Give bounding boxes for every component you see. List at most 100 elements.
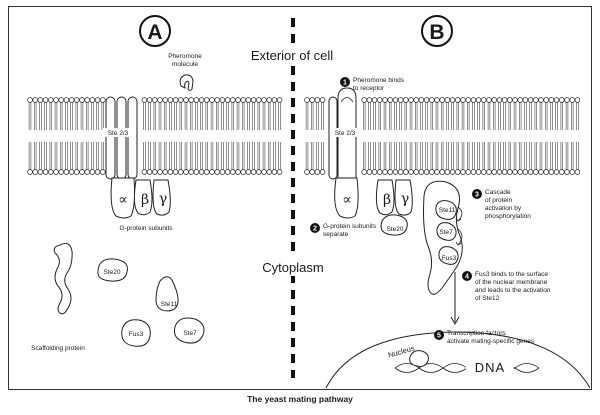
lipid-head [486,169,492,175]
ste7-protein-b [436,222,457,241]
phosphorylation-arrow-1 [457,206,463,222]
lipid-head [481,169,487,175]
alpha-subunit-b-shape [334,177,359,219]
lipid-head [157,169,163,175]
lipid-head [256,97,262,103]
nucleus-membrane [325,331,591,389]
lipid-head [204,169,210,175]
lipid-head [276,169,283,175]
lipid-head [266,97,272,103]
lipid-head [42,169,49,175]
lipid-head [48,97,54,103]
svg-text:A: A [147,21,162,44]
lipid-head [522,97,529,103]
lipid-head [162,97,168,103]
lipid-head [89,97,96,103]
lipid-head [371,169,378,175]
lipid-head [501,169,508,175]
lipid-head [382,169,388,175]
lipid-head [79,169,85,175]
lipid-head [162,169,168,175]
lipid-head [470,97,477,103]
g-protein-complex-a [110,177,171,219]
lipid-head [235,97,241,103]
lipid-head [172,97,179,103]
lipid-head [37,169,44,175]
lipid-head [219,97,226,103]
lipid-head [193,97,200,103]
lipid-head [548,169,555,175]
lipid-head [188,97,194,103]
phosphorylation-arrow-2 [457,228,463,246]
lipid-head [230,97,236,103]
step-3-badge [472,189,482,199]
lipid-head [455,169,461,175]
lipid-head [304,169,310,175]
cytoplasm-label: Cytoplasm [262,260,323,275]
lipid-head [209,169,215,175]
lipid-head [548,97,555,103]
lipid-head [245,97,252,103]
lipid-head [574,97,581,103]
lipid-head [434,97,440,103]
lipid-head [100,97,106,103]
lipid-head [564,97,570,103]
gamma-subunit-a: γ [159,191,167,207]
lipid-head [42,97,49,103]
lipid-head [559,169,565,175]
lipid-head [68,169,75,175]
lipid-head [553,169,560,175]
step-5-number: 5 [437,333,441,340]
beta-subunit-b: β [383,192,391,208]
lipid-head [559,97,565,103]
lipid-head [74,169,80,175]
lipid-head [276,97,283,103]
lipid-head [543,97,549,103]
gamma-subunit-b: γ [401,191,409,207]
lipid-head [146,169,153,175]
lipid-head [569,97,575,103]
lipid-head [235,169,241,175]
lipid-head [32,97,38,103]
lipid-head [366,169,373,175]
svg-text:Ste20: Ste20 [387,226,404,233]
lipid-head [507,169,513,175]
lipid-head [214,97,220,103]
ste11-protein-b [435,200,457,220]
step-3-number: 3 [475,192,479,199]
step-1-number: 1 [343,80,347,87]
lipid-head [538,169,544,175]
svg-text:Fus3: Fus3 [129,331,144,338]
lipid-head [449,169,456,175]
lipid-head [314,169,321,175]
step-5-badge [434,330,444,340]
lipid-head [533,169,539,175]
lipid-head [141,169,148,175]
lipid-head [501,97,508,103]
lipid-head [444,169,451,175]
lipid-head [204,97,210,103]
lipid-head [141,97,148,103]
lipid-head [100,169,106,175]
lipid-head [517,97,523,103]
fus3-protein-b [438,246,459,265]
lipid-head [309,97,315,103]
svg-text:Ste20: Ste20 [104,269,121,276]
lipid-head [198,97,205,103]
lipid-head [48,169,54,175]
step-4-number: 4 [465,274,469,281]
lipid-head [245,169,252,175]
lipid-head [465,97,471,103]
lipid-head [53,97,59,103]
lipid-head [193,169,200,175]
lipid-head [413,97,419,103]
lipid-head [172,169,179,175]
lipid-head [527,169,534,175]
lipid-head [460,169,466,175]
